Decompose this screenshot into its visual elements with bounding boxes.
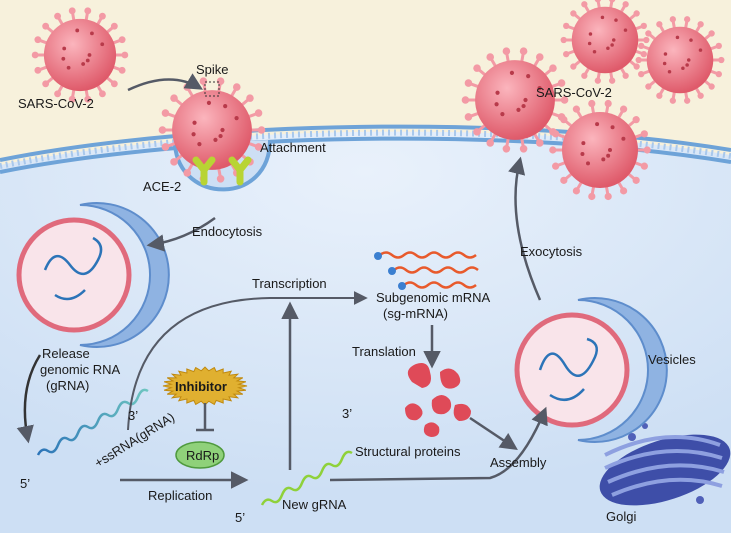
attachment-label: Attachment — [260, 140, 326, 155]
arrow-transcription — [127, 291, 368, 431]
release-label-line2: genomic RNA — [40, 362, 121, 377]
new-grna-five-prime-label: 5’ — [235, 510, 245, 525]
ace2-receptor-left-icon — [192, 156, 216, 186]
inhibitor-badge — [162, 366, 248, 406]
cell-cytoplasm — [0, 131, 731, 533]
viruses — [31, 0, 725, 201]
arrow-release — [16, 354, 42, 444]
sg-mrna-strands — [374, 251, 479, 290]
ssrna-three-prime-label: 3’ — [128, 408, 138, 423]
translation-label: Translation — [352, 344, 416, 359]
ace2-receptor-right-icon — [228, 156, 252, 186]
golgi-label: Golgi — [606, 509, 636, 524]
spike-highlight-box — [204, 81, 220, 97]
vesicles-label: Vesicles — [648, 352, 696, 367]
virus-released-4-icon — [549, 99, 651, 201]
inhibition-line — [196, 403, 214, 432]
spike-label: Spike — [196, 62, 229, 77]
sars-cov-2-right-label: SARS-CoV-2 — [536, 85, 612, 100]
new-grna-label: New gRNA — [282, 497, 347, 512]
virus-released-2-icon — [560, 0, 650, 84]
golgi-icon — [599, 423, 731, 506]
arrow-new-grna-assembly — [329, 406, 548, 482]
new-grna-strand — [260, 450, 353, 506]
exocytosis-label: Exocytosis — [520, 244, 583, 259]
replication-label: Replication — [148, 488, 212, 503]
arrow-exocytosis — [508, 156, 542, 301]
assembly-label: Assembly — [490, 455, 547, 470]
ssrna-five-prime-label: 5’ — [20, 476, 30, 491]
rdrp-badge — [175, 441, 225, 469]
transcription-label: Transcription — [252, 276, 327, 291]
ace2-label: ACE-2 — [143, 179, 181, 194]
virus-released-3-icon — [635, 16, 725, 104]
structural-proteins-label: Structural proteins — [355, 444, 461, 459]
rdrp-label: RdRp — [186, 448, 219, 463]
arrow-proteins-assembly — [469, 416, 518, 450]
sg-mrna-label-line2: (sg-mRNA) — [383, 306, 448, 321]
inhibitor-label: Inhibitor — [175, 379, 227, 394]
sars-cov-2-left-label: SARS-CoV-2 — [18, 96, 94, 111]
endocytosis-label: Endocytosis — [192, 224, 263, 239]
ssrna-strand — [36, 388, 149, 456]
release-label-line1: Release — [42, 346, 90, 361]
release-label-line3: (gRNA) — [46, 378, 89, 393]
virus-released-1-icon — [461, 47, 569, 153]
structural-proteins-icon — [405, 363, 471, 437]
virus-top-left-icon — [31, 7, 129, 103]
arrow-to-attachment — [127, 73, 204, 92]
virus-attaching-icon — [158, 77, 266, 183]
new-grna-three-prime-label: 3’ — [342, 406, 352, 421]
assembly-vesicle — [514, 297, 668, 443]
sg-mrna-label-line1: Subgenomic mRNA — [376, 290, 490, 305]
arrow-endocytosis — [146, 216, 216, 252]
